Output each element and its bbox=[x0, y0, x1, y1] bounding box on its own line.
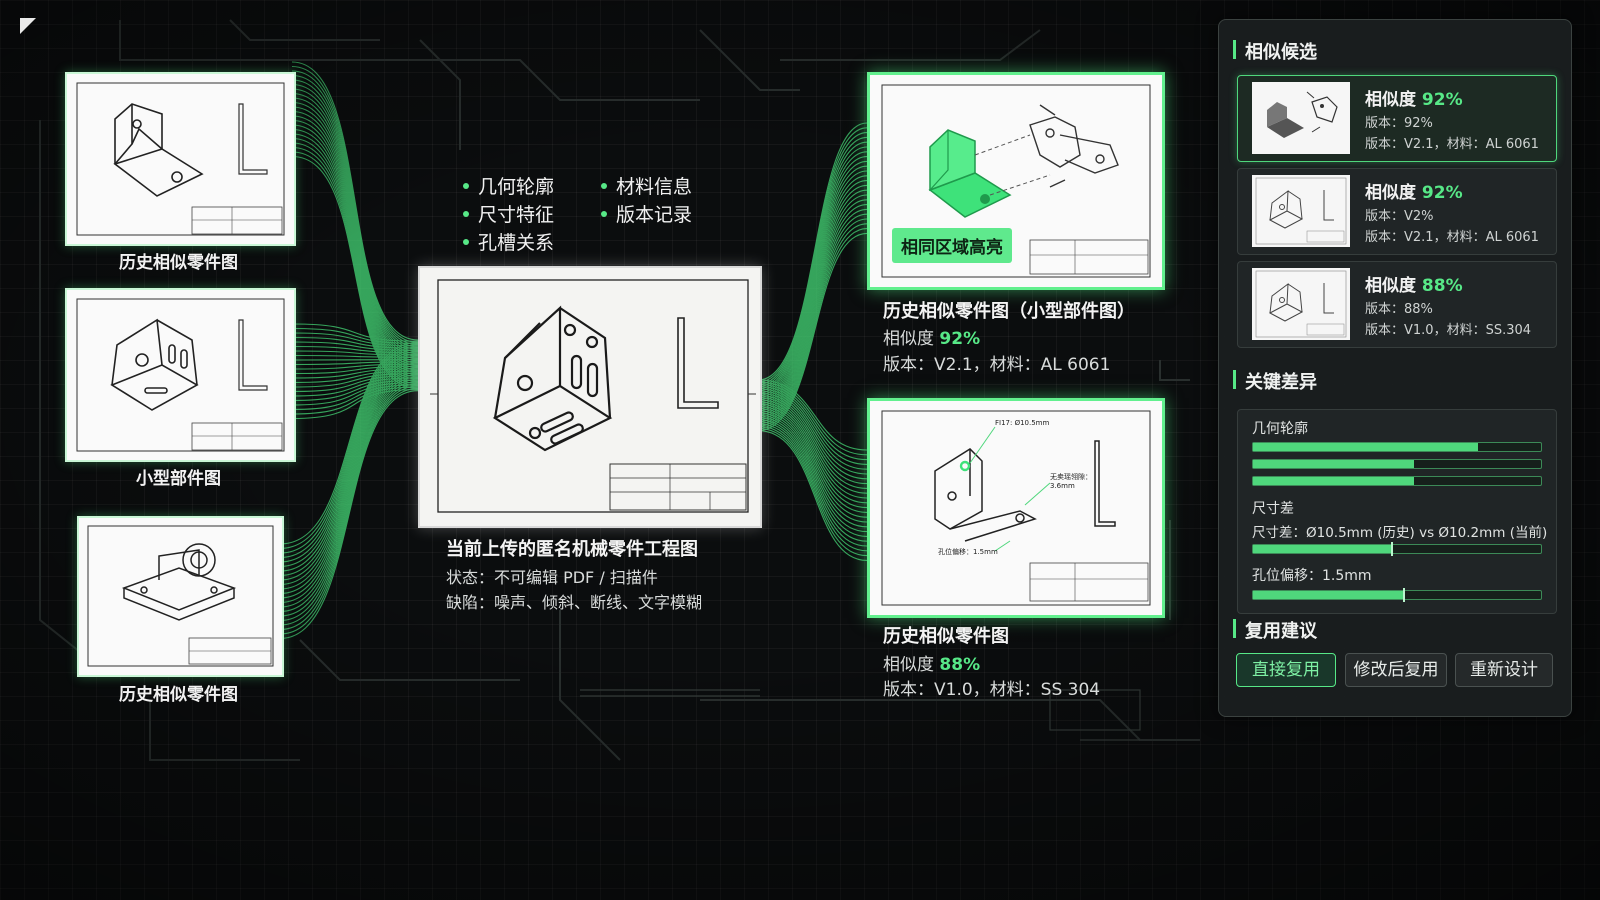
highlighted-bracket-drawing bbox=[881, 84, 1151, 278]
geometry-bar-2 bbox=[1252, 459, 1542, 469]
corner-marker bbox=[20, 18, 36, 34]
center-drawing-title: 当前上传的匿名机械零件工程图 bbox=[446, 539, 698, 560]
match-2-title: 历史相似零件图 bbox=[883, 626, 1009, 647]
candidates-section-title: 相似候选 bbox=[1233, 38, 1317, 64]
center-drawing-defects: 缺陷：噪声、倾斜、断线、文字模糊 bbox=[446, 593, 703, 612]
bullet-dot bbox=[463, 210, 469, 217]
bullet-dot bbox=[601, 210, 607, 217]
candidate-2-similarity: 相似度 92% bbox=[1365, 183, 1463, 203]
match-drawing-card-2[interactable]: FI17: Ø10.5mm 孔位偏移：1.5mm 无卖瑶翎隙： 3.6mm bbox=[867, 398, 1165, 618]
candidate-2-line1: 版本：V2% bbox=[1365, 209, 1434, 224]
match-2-similarity: 相似度 88% bbox=[883, 655, 981, 675]
bullet-dot bbox=[601, 182, 607, 189]
analysis-panel: 相似候选 相似度 92% 版本：92% 版本：V2.1，材料：AL 6061 bbox=[1218, 19, 1572, 717]
uploaded-drawing bbox=[420, 268, 760, 526]
candidate-thumbnail-3 bbox=[1252, 268, 1350, 340]
hole-offset-label: 孔位偏移：1.5mm bbox=[1252, 568, 1372, 584]
size-diff-bar bbox=[1252, 542, 1542, 556]
candidate-3-similarity-value: 88% bbox=[1421, 276, 1463, 296]
history-drawing-card-1[interactable] bbox=[65, 72, 296, 246]
candidate-3-line2: 版本：V1.0，材料：SS.304 bbox=[1365, 323, 1532, 338]
bullet-dot bbox=[463, 182, 469, 189]
candidate-1-similarity-value: 92% bbox=[1421, 90, 1463, 110]
bracket-drawing-1 bbox=[76, 82, 285, 236]
size-diff-label: 尺寸差 bbox=[1252, 501, 1294, 517]
hole-offset-marker bbox=[1402, 588, 1405, 602]
pillow-block-drawing bbox=[87, 525, 274, 667]
feature-item-material: 材料信息 bbox=[601, 172, 692, 199]
feature-item-version: 版本记录 bbox=[601, 200, 692, 227]
key-differences-box: 几何轮廓 尺寸差 尺寸差：Ø10.5mm (历史) vs Ø10.2mm (当前… bbox=[1237, 409, 1557, 614]
candidate-3-line1: 版本：88% bbox=[1365, 302, 1433, 317]
geometry-bar-1-fill bbox=[1253, 443, 1478, 451]
match-1-version: 版本：V2.1，材料：AL 6061 bbox=[883, 355, 1111, 375]
feature-item-holes: 孔槽关系 bbox=[463, 228, 554, 255]
uploaded-drawing-card[interactable] bbox=[418, 266, 762, 528]
annotation-hole-offset: 孔位偏移：1.5mm bbox=[938, 547, 998, 556]
bullet-dot bbox=[463, 238, 469, 245]
geometry-bar-2-fill bbox=[1253, 460, 1415, 468]
hole-offset-bar-fill bbox=[1253, 591, 1403, 599]
same-region-highlight-tag: 相同区域高亮 bbox=[892, 228, 1012, 263]
left-caption-3: 历史相似零件图 bbox=[119, 685, 238, 705]
feature-item-dimensions: 尺寸特征 bbox=[463, 200, 554, 227]
size-diff-bar-fill bbox=[1253, 545, 1392, 553]
candidate-2-similarity-value: 92% bbox=[1421, 183, 1463, 203]
left-caption-1: 历史相似零件图 bbox=[119, 253, 238, 273]
size-diff-detail: 尺寸差：Ø10.5mm (历史) vs Ø10.2mm (当前) bbox=[1252, 525, 1548, 541]
annotation-gap-value: 3.6mm bbox=[1050, 482, 1075, 490]
match-2-version: 版本：V1.0，材料：SS 304 bbox=[883, 680, 1101, 700]
candidate-1-line2: 版本：V2.1，材料：AL 6061 bbox=[1365, 137, 1539, 152]
reuse-suggestion-title: 复用建议 bbox=[1233, 617, 1317, 643]
hole-offset-bar bbox=[1252, 588, 1542, 602]
redesign-button[interactable]: 重新设计 bbox=[1455, 653, 1553, 687]
match-2-similarity-value: 88% bbox=[939, 655, 981, 675]
candidate-card-1[interactable]: 相似度 92% 版本：92% 版本：V2.1，材料：AL 6061 bbox=[1237, 75, 1557, 162]
candidate-card-2[interactable]: 相似度 92% 版本：V2% 版本：V2.1，材料：AL 6061 bbox=[1237, 168, 1557, 255]
geometry-bar-3-fill bbox=[1253, 477, 1415, 485]
candidate-1-similarity: 相似度 92% bbox=[1365, 90, 1463, 110]
match-1-similarity-value: 92% bbox=[939, 329, 981, 349]
candidate-1-line1: 版本：92% bbox=[1365, 116, 1433, 131]
candidate-card-3[interactable]: 相似度 88% 版本：88% 版本：V1.0，材料：SS.304 bbox=[1237, 261, 1557, 348]
small-part-drawing-card[interactable] bbox=[65, 288, 296, 462]
size-diff-marker bbox=[1391, 542, 1394, 556]
candidate-thumb-drawing-1 bbox=[1267, 91, 1338, 138]
modify-reuse-button[interactable]: 修改后复用 bbox=[1345, 653, 1447, 687]
candidate-thumbnail-2 bbox=[1252, 175, 1350, 247]
annotation-gap-label: 无卖瑶翎隙： bbox=[1050, 472, 1092, 481]
candidate-thumb-drawing-2 bbox=[1255, 177, 1347, 245]
geometry-bar-1 bbox=[1252, 442, 1542, 452]
left-caption-2: 小型部件图 bbox=[136, 469, 221, 489]
geometry-bar-3 bbox=[1252, 476, 1542, 486]
center-drawing-status: 状态：不可编辑 PDF / 扫描件 bbox=[446, 568, 658, 587]
annotation-hole-diameter: FI17: Ø10.5mm bbox=[995, 419, 1049, 427]
match-1-similarity: 相似度 92% bbox=[883, 329, 981, 349]
feature-item-geometry: 几何轮廓 bbox=[463, 172, 554, 199]
candidate-3-similarity: 相似度 88% bbox=[1365, 276, 1463, 296]
match-1-title: 历史相似零件图（小型部件图） bbox=[883, 301, 1135, 322]
candidate-2-line2: 版本：V2.1，材料：AL 6061 bbox=[1365, 230, 1539, 245]
candidate-thumbnail-1 bbox=[1252, 82, 1350, 154]
history-drawing-card-2[interactable] bbox=[77, 516, 284, 677]
key-differences-title: 关键差异 bbox=[1233, 368, 1317, 394]
bracket-drawing-2 bbox=[76, 298, 285, 452]
geometry-label: 几何轮廓 bbox=[1252, 421, 1308, 437]
candidate-thumb-drawing-3 bbox=[1255, 270, 1347, 338]
direct-reuse-button[interactable]: 直接复用 bbox=[1236, 653, 1336, 687]
dimensioned-bracket-drawing: FI17: Ø10.5mm 孔位偏移：1.5mm 无卖瑶翎隙： 3.6mm bbox=[881, 410, 1151, 606]
